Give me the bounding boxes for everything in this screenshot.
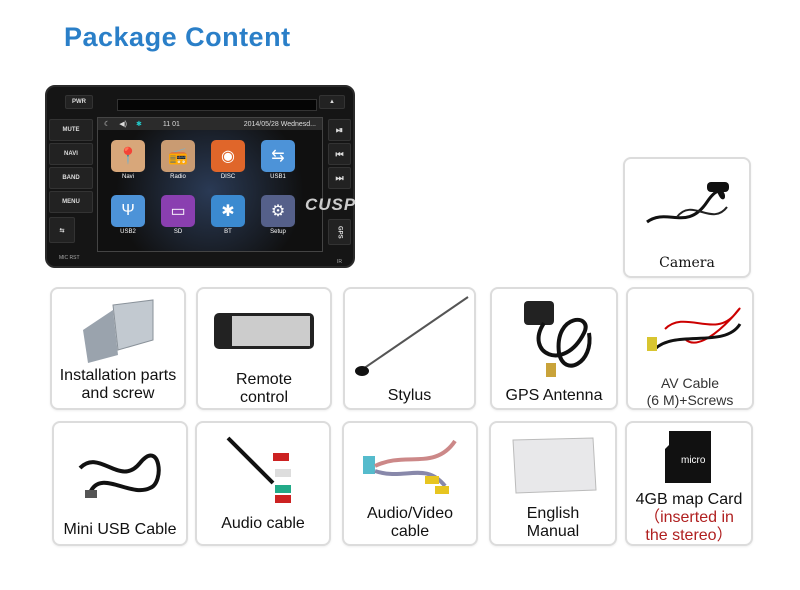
watermark: CUSP: [305, 195, 357, 214]
item-stylus: Stylus: [343, 287, 476, 410]
item-label: Stylus: [387, 387, 432, 404]
item-label: Audio cable: [221, 515, 305, 532]
date: 2014/05/28 Wednesd...: [243, 120, 316, 128]
item-english-manual: English Manual: [489, 421, 617, 546]
ir-label: IR: [337, 259, 342, 265]
app-label: USB2: [120, 229, 136, 235]
app-icon: ▭: [161, 195, 195, 227]
app-disc: ◉ DISC: [210, 140, 246, 180]
disc-slot: [117, 99, 317, 111]
band-button: BAND: [49, 167, 93, 189]
map-card-note: （inserted in the stereo）: [644, 509, 734, 544]
remote-image: [214, 313, 314, 349]
sd-slot: GPS: [328, 219, 351, 245]
app-label: BT: [224, 229, 232, 235]
head-unit-image: PWR ▲ MUTE NAVI BAND MENU ⇆ ⏯ ⏮ ⏭ GPS MI…: [45, 85, 355, 268]
app-label: USB1: [270, 174, 286, 180]
svg-text:micro: micro: [681, 455, 706, 466]
page-title: Package Content: [64, 22, 291, 52]
item-label: Mini USB Cable: [63, 521, 177, 538]
menu-button: MENU: [49, 191, 93, 213]
app-icon: 📻: [161, 140, 195, 172]
app-label: SD: [173, 229, 183, 235]
av-cable-label: AV Cable: [660, 375, 720, 391]
gps-antenna-image: [524, 301, 592, 377]
app-label: Radio: [170, 174, 186, 180]
item-camera: Camera: [623, 157, 751, 278]
app-navi: 📍 Navi: [110, 140, 146, 180]
app-label: DISC: [220, 174, 236, 180]
item-label: Remote control: [235, 371, 293, 406]
next-button: ⏭: [328, 167, 351, 189]
app-icon: ⇆: [261, 140, 295, 172]
app-icon: Ψ: [111, 195, 145, 227]
app-bt: ✱ BT: [210, 195, 246, 235]
item-av-cable: AV Cable(6 M)+Screws: [626, 287, 754, 410]
pwr-button: PWR: [65, 95, 93, 109]
manual-image: [512, 437, 597, 494]
play-pause-button: ⏯: [328, 119, 351, 141]
item-remote-control: Remote control: [196, 287, 332, 410]
item-label: Camera: [659, 255, 715, 271]
item-label: Installation parts and screw: [59, 367, 177, 402]
item-label: English Manual: [526, 505, 580, 540]
av-cable-caption: AV Cable(6 M)+Screws: [628, 375, 752, 409]
item-mini-usb-cable: Mini USB Cable: [52, 421, 188, 546]
app-setup: ⚙ Setup: [260, 195, 296, 235]
av-harness-image: [363, 439, 457, 494]
mic-rst-label: MIC RST: [59, 255, 80, 261]
stylus-image: [354, 296, 469, 376]
item-audio-video-cable: Audio/Video cable: [342, 421, 478, 546]
item-audio-cable: Audio cable: [195, 421, 331, 546]
app-icon: ◉: [211, 140, 245, 172]
usb-cable-image: [78, 453, 161, 498]
item-label: GPS Antenna: [505, 387, 603, 404]
app-label: Navi: [121, 174, 134, 180]
moon-icon: ☾: [104, 121, 111, 128]
volume-icon: ◀): [119, 121, 127, 128]
bluetooth-icon: ✱: [136, 121, 142, 128]
app-sd: ▭ SD: [160, 195, 196, 235]
app-usb2: Ψ USB2: [110, 195, 146, 235]
camera-image: [646, 182, 729, 224]
app-label: Setup: [270, 229, 286, 235]
microsd-image: micro: [665, 431, 711, 483]
item-installation-parts: Installation parts and screw: [50, 287, 186, 410]
item-gps-antenna: GPS Antenna: [490, 287, 618, 410]
app-icon: 📍: [111, 140, 145, 172]
status-bar: ☾ ◀) ✱ 11 01 2014/05/28 Wednesd...: [98, 118, 322, 130]
app-icon: ⚙: [261, 195, 295, 227]
usb-port-icon: ⇆: [49, 217, 75, 243]
audio-cable-image: [226, 436, 291, 503]
app-icon: ✱: [211, 195, 245, 227]
mute-button: MUTE: [49, 119, 93, 141]
screen: ☾ ◀) ✱ 11 01 2014/05/28 Wednesd... 📍 Navi…: [97, 117, 323, 252]
bracket-image: [83, 299, 154, 363]
navi-button: NAVI: [49, 143, 93, 165]
item-label: Audio/Video cable: [367, 505, 453, 540]
clock: 11 01: [162, 120, 180, 128]
app-radio: 📻 Radio: [160, 140, 196, 180]
app-usb1: ⇆ USB1: [260, 140, 296, 180]
av-cable-sublabel: (6 M)+Screws: [646, 392, 734, 408]
map-card-label: 4GB map Card: [635, 491, 743, 508]
prev-button: ⏮: [328, 143, 351, 165]
eject-button: ▲: [319, 95, 345, 109]
av-cable-image: [647, 307, 742, 351]
item-map-card: micro 4GB map Card （inserted in the ster…: [625, 421, 753, 546]
